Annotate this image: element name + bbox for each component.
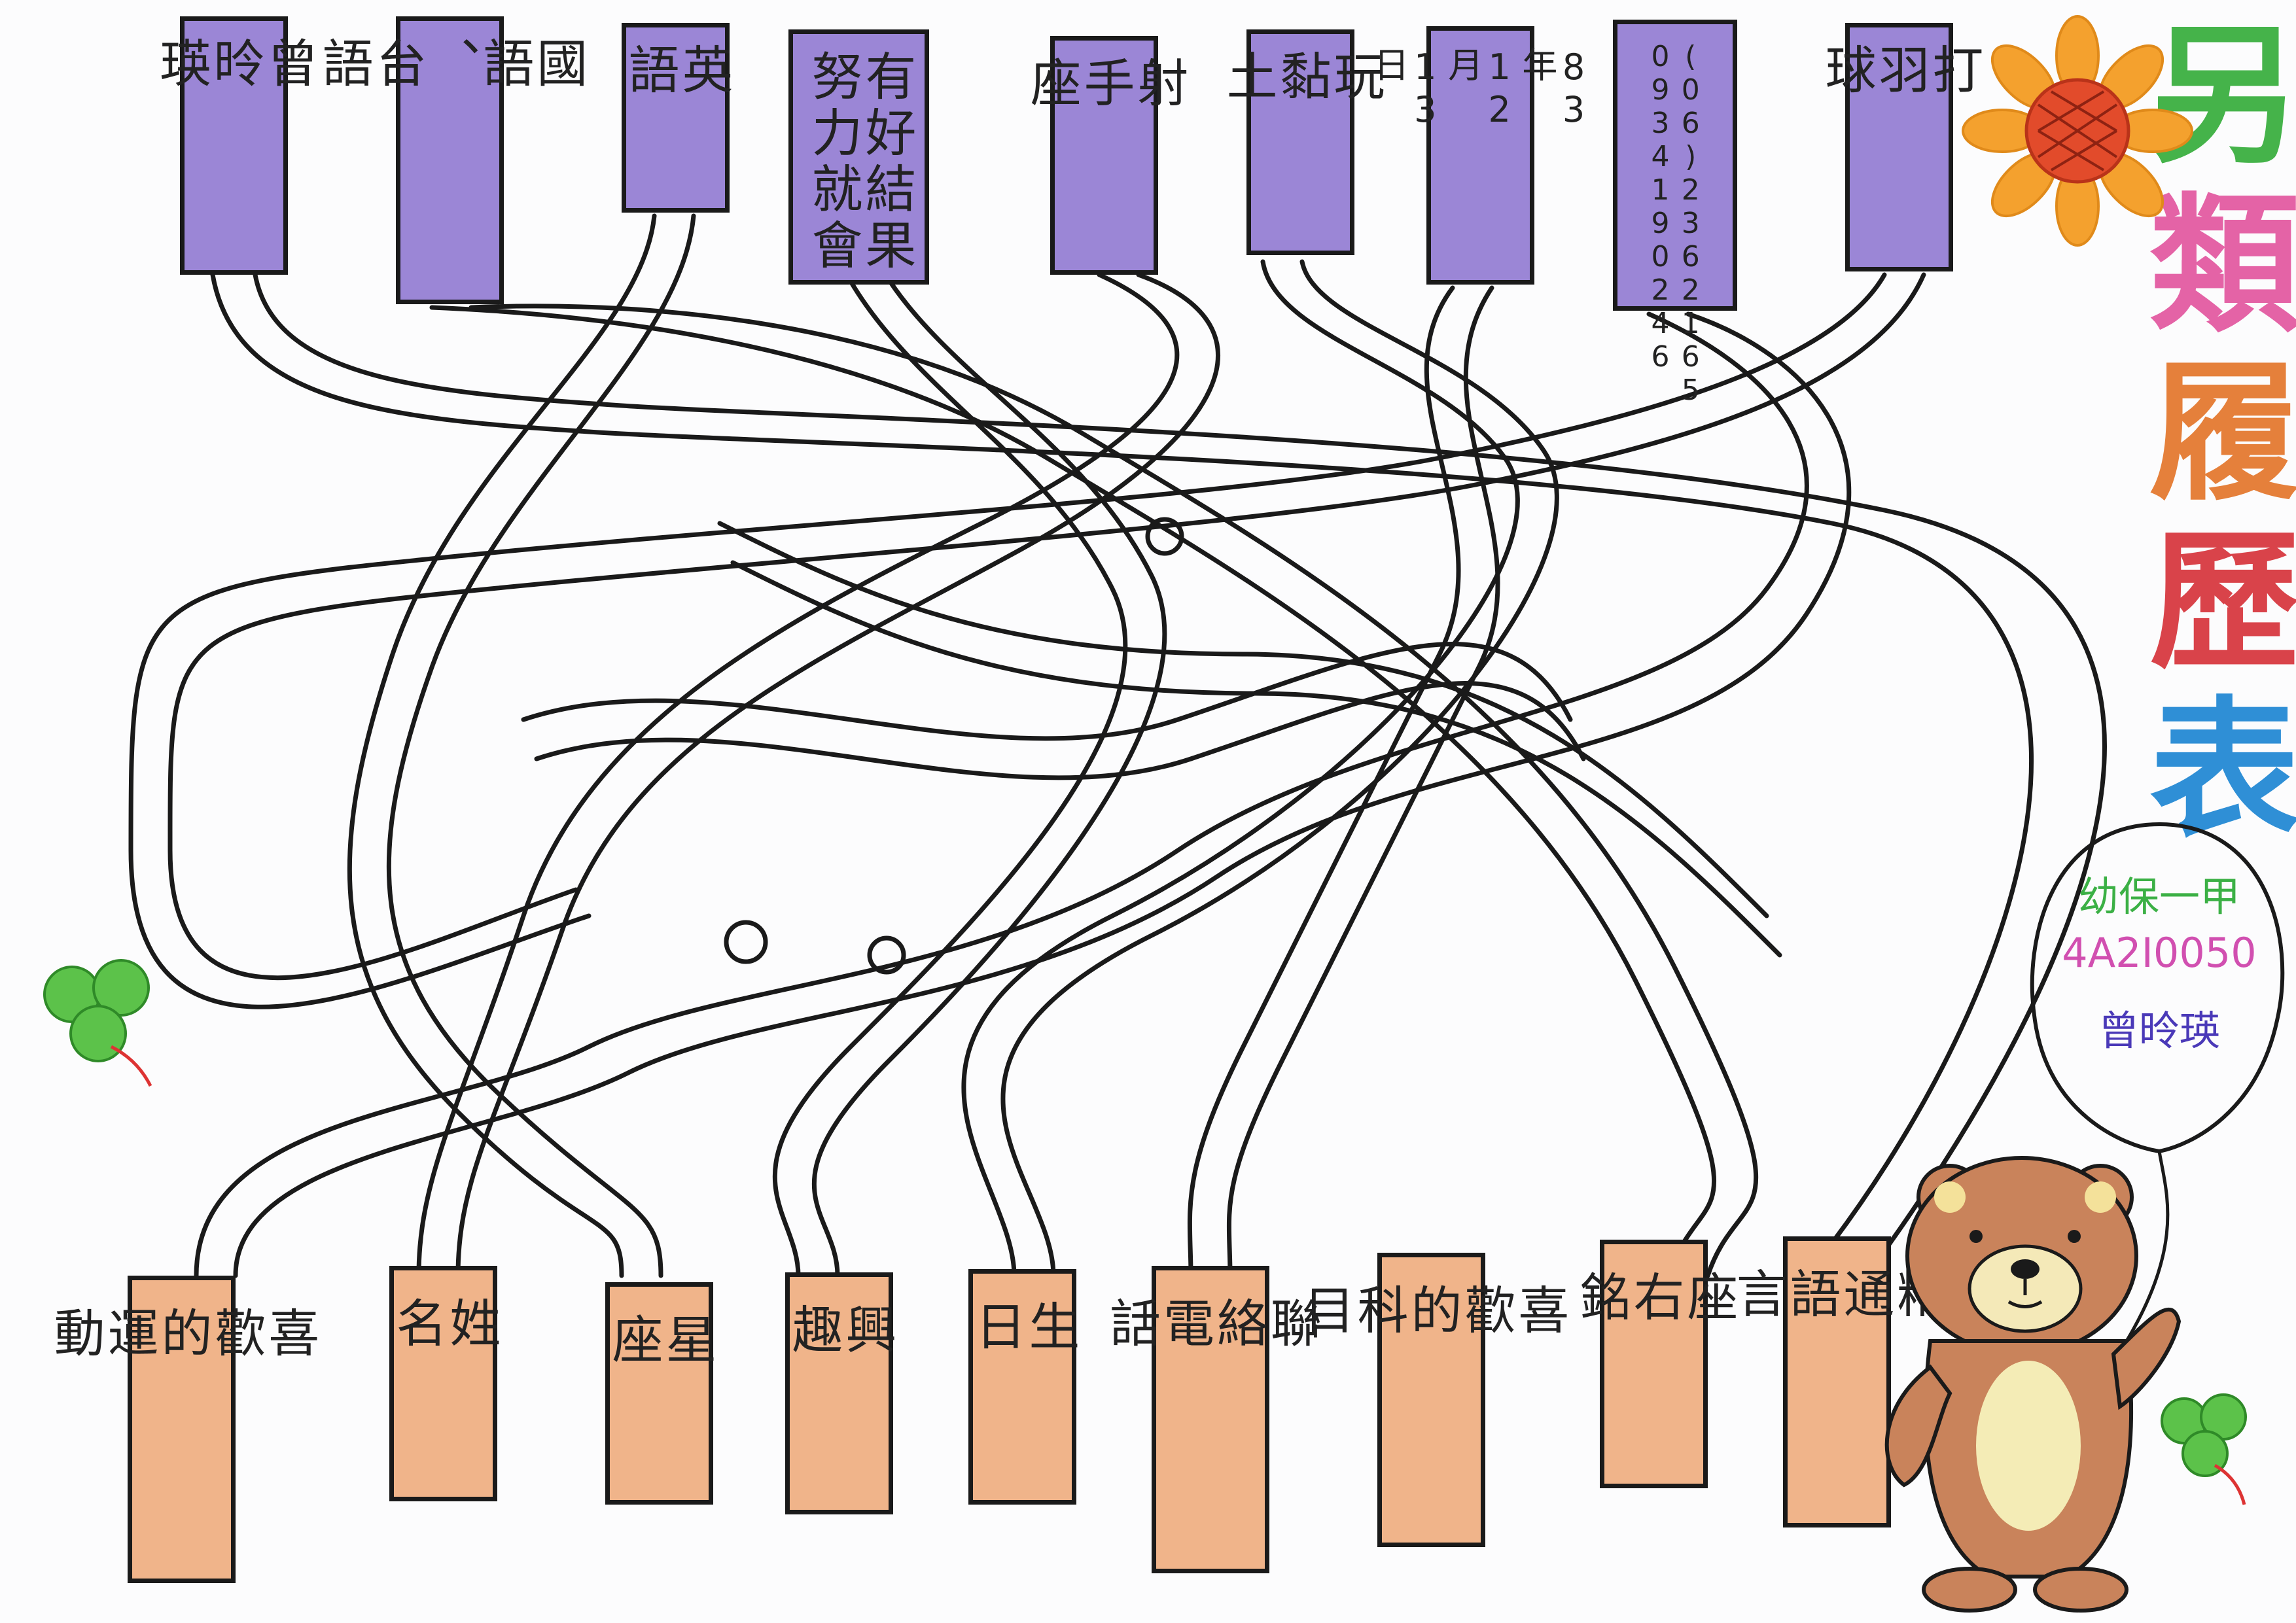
- answer-tag-zodiac[interactable]: 射 手 座: [1022, 36, 1188, 275]
- question-label: 聯 絡 電 話: [1101, 1297, 1321, 1353]
- question-label: 姓 名: [387, 1297, 501, 1353]
- page-title: 另 類 履 歷 表: [2149, 13, 2296, 877]
- balloon-student-id: 4A2I0050: [2062, 929, 2257, 977]
- question-tag-hobby[interactable]: 興 趣: [783, 1272, 896, 1514]
- question-tag-favorite-subject[interactable]: 喜 歡 的 科 目: [1296, 1253, 1568, 1547]
- answer-label: 玩 黏 土: [1218, 50, 1385, 106]
- question-tag-languages[interactable]: 精 通 語 言: [1728, 1236, 1947, 1527]
- answer-label: 射 手 座: [1021, 56, 1188, 113]
- question-tag-name[interactable]: 姓 名: [387, 1266, 501, 1501]
- answer-tag-phone[interactable]: (06)2362165 0934190246: [1613, 20, 1737, 407]
- title-char: 表: [2149, 684, 2296, 859]
- answer-label: 有好結果 努力就會: [803, 50, 916, 275]
- answer-tag-english[interactable]: 英 語: [620, 23, 733, 213]
- question-label: 生 日: [966, 1300, 1080, 1356]
- answer-label: 國 語 、 台 語: [313, 37, 588, 93]
- answer-label: (06)2362165 0934190246: [1644, 40, 1708, 407]
- question-tag-favorite-sport[interactable]: 喜 歡 的 運 動: [46, 1276, 319, 1583]
- question-label: 喜 歡 的 科 目: [1295, 1283, 1569, 1340]
- title-char: 履: [2149, 347, 2296, 522]
- answer-tag-motto[interactable]: 有好結果 努力就會: [788, 29, 929, 285]
- title-char: 歷: [2149, 515, 2296, 690]
- title-char: 另: [2149, 10, 2296, 184]
- answer-label: 83 年 12 月 13 日: [1368, 46, 1595, 131]
- answer-tag-hobby[interactable]: 玩 黏 土: [1218, 29, 1384, 255]
- question-label: 興 趣: [783, 1303, 896, 1359]
- answer-label: 曾 昤 瑛: [151, 37, 318, 93]
- balloon-class: 幼保一甲: [2077, 873, 2240, 920]
- question-label: 座 右 銘: [1571, 1270, 1738, 1327]
- answer-tag-language[interactable]: 國 語 、 台 語: [314, 16, 587, 304]
- title-char: 類: [2149, 178, 2296, 353]
- question-tag-motto[interactable]: 座 右 銘: [1572, 1240, 1737, 1488]
- question-tag-phone[interactable]: 聯 絡 電 話: [1101, 1266, 1321, 1573]
- answer-tag-birthday[interactable]: 83 年 12 月 13 日: [1368, 26, 1595, 285]
- answer-tag-sport[interactable]: 打 羽 球: [1817, 23, 1983, 271]
- answer-label: 英 語: [620, 43, 733, 99]
- question-tag-birthday[interactable]: 生 日: [966, 1269, 1080, 1505]
- question-label: 星 座: [603, 1313, 716, 1369]
- answer-label: 打 羽 球: [1816, 43, 1983, 99]
- question-label: 喜 歡 的 運 動: [45, 1306, 319, 1363]
- question-label: 精 通 語 言: [1727, 1267, 1948, 1323]
- question-tag-zodiac[interactable]: 星 座: [603, 1282, 716, 1505]
- answer-tag-name[interactable]: 曾 昤 瑛: [152, 16, 317, 275]
- balloon-author-name: 曾昤瑛: [2098, 1007, 2220, 1055]
